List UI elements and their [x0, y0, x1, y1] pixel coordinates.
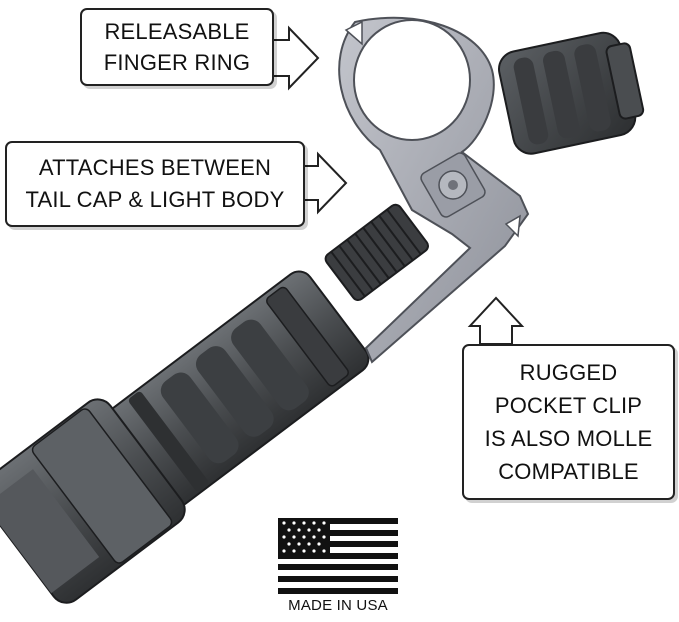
callout-attaches-line-2: TAIL CAP & LIGHT BODY [25, 187, 285, 212]
callout-pocket-clip-line-3: IS ALSO MOLLE [484, 426, 653, 451]
callout-pocket-clip: RUGGED POCKET CLIP IS ALSO MOLLE COMPATI… [462, 344, 675, 500]
made-in-usa-label: MADE IN USA [288, 597, 388, 614]
callout-finger-ring: RELEASABLE FINGER RING [80, 8, 274, 86]
us-flag-icon [278, 518, 398, 599]
tail-cap [498, 31, 645, 155]
callout-finger-ring-line-1: RELEASABLE [104, 19, 250, 44]
callout-attaches-line-1: ATTACHES BETWEEN [38, 155, 272, 180]
callout-pocket-clip-line-2: POCKET CLIP [494, 393, 643, 418]
callout-pocket-clip-line-4: COMPATIBLE [498, 459, 639, 484]
arrow-pocket-clip [467, 296, 525, 345]
callout-pocket-clip-line-1: RUGGED [519, 360, 618, 385]
arrow-finger-ring [270, 25, 320, 91]
callout-attaches: ATTACHES BETWEEN TAIL CAP & LIGHT BODY [5, 141, 305, 227]
callout-finger-ring-line-2: FINGER RING [103, 50, 251, 75]
finger-ring-clip [338, 16, 530, 364]
arrow-attaches [301, 151, 348, 215]
light-body [0, 203, 429, 604]
